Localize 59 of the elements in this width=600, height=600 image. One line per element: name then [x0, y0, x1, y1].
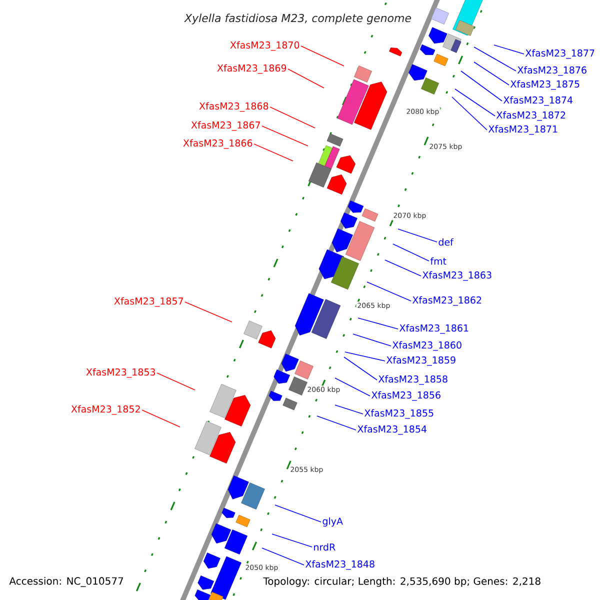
- gene-label: XfasM23_1877: [526, 49, 594, 59]
- gene-label: XfasM23_1875: [510, 80, 580, 90]
- gene-label: XfasM23_1868: [199, 102, 268, 112]
- leader-line: [274, 504, 322, 522]
- leader-line: [384, 260, 422, 276]
- leader-line: [352, 334, 392, 346]
- gene-label: nrdR: [314, 543, 336, 551]
- gene-label: XfasM23_1857: [114, 297, 183, 307]
- gene-label: XfasM23_1862: [412, 296, 482, 306]
- leader-line: [460, 70, 502, 102]
- leader-line: [262, 126, 308, 146]
- gene-label: def: [438, 238, 454, 246]
- gene-label: XfasM23_1867: [191, 121, 260, 131]
- leader-line: [366, 282, 412, 302]
- leader-line: [262, 548, 304, 566]
- leader-line: [344, 352, 386, 362]
- gene-label: XfasM23_1855: [364, 409, 434, 419]
- leader-line: [156, 372, 196, 390]
- leader-line: [300, 46, 344, 66]
- gene-label: glyA: [322, 517, 343, 527]
- gene-label: XfasM23_1876: [517, 66, 586, 76]
- gene-label: XfasM23_1863: [422, 271, 492, 281]
- leader-line: [334, 404, 364, 414]
- gene-label: XfasM23_1859: [386, 356, 456, 366]
- leader-line: [254, 144, 294, 162]
- leader-line: [398, 228, 438, 242]
- gene-label: XfasM23_1854: [357, 425, 426, 435]
- leader-line: [358, 318, 398, 330]
- footer-text: Accession: NC_010577: [8, 576, 125, 588]
- gene-label: XfasM23_1870: [230, 41, 300, 51]
- leader-line: [288, 68, 324, 88]
- gene-label: XfasM23_1874: [504, 96, 572, 106]
- leader-line: [184, 302, 232, 322]
- gene-label: XfasM23_1848: [305, 560, 374, 570]
- leader-line: [452, 96, 488, 130]
- gene-label: XfasM23_1861: [399, 324, 468, 334]
- leader-line: [334, 378, 370, 396]
- leader-line: [392, 244, 430, 262]
- gene-label: XfasM23_1856: [371, 391, 440, 401]
- leader-line: [454, 88, 496, 116]
- gene-label: XfasM23_1852: [71, 405, 140, 415]
- leader-line: [272, 534, 312, 548]
- leader-line: [344, 356, 378, 380]
- leader-line: [474, 62, 510, 86]
- gene-label: XfasM23_1869: [217, 64, 286, 74]
- gene-label: fmt: [430, 257, 446, 265]
- title: Xylella fastidiosa M23, complete genome: [184, 12, 412, 26]
- leader-line: [494, 44, 524, 54]
- gene-label: XfasM23_1872: [496, 111, 566, 121]
- gene-label: XfasM23_1866: [183, 139, 252, 149]
- leader-line: [270, 106, 316, 128]
- gene-label: XfasM23_1860: [392, 341, 462, 351]
- leader-line: [316, 416, 356, 430]
- gene-label: XfasM23_1853: [86, 368, 156, 378]
- gene-label: XfasM23_1858: [378, 375, 448, 385]
- footer-text: Topology: circular; Length: 2,535,690 bp; Genes: 2,218: [262, 576, 542, 588]
- leader-line: [474, 46, 516, 72]
- leader-line: [142, 410, 180, 428]
- gene-label: XfasM23_1871: [488, 125, 558, 135]
